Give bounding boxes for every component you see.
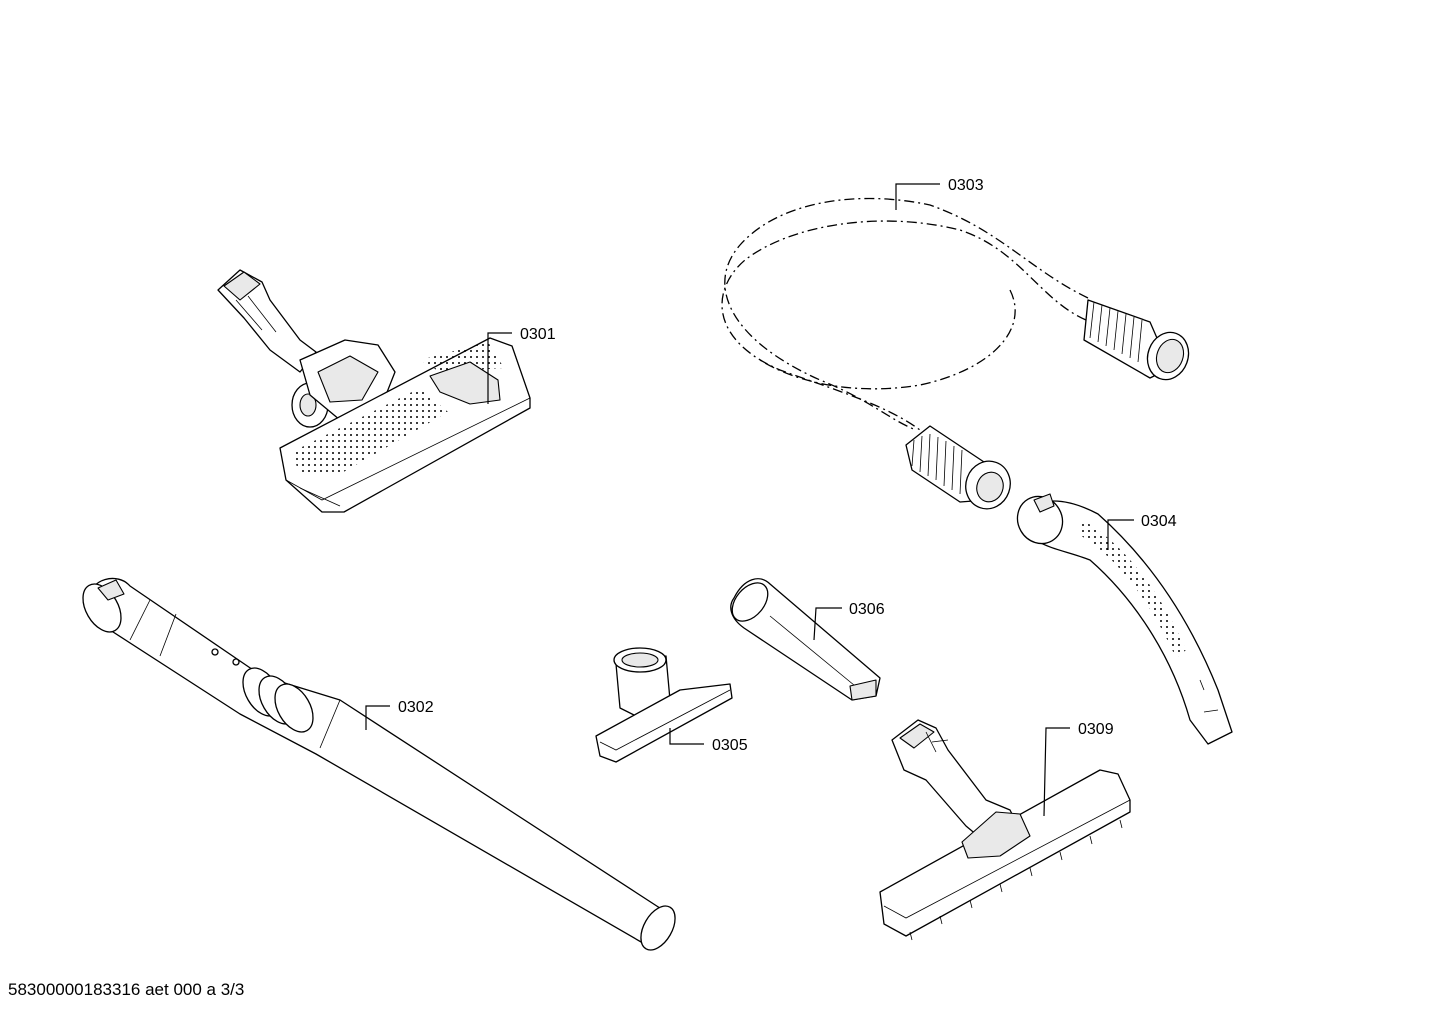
callout-0301: 0301 xyxy=(520,326,556,343)
part-0305-upholstery-nozzle[interactable]: 0305 xyxy=(595,647,748,763)
part-0304-hose-handle[interactable]: 0304 xyxy=(1009,488,1233,745)
drawing-reference-number: 58300000183316 aet 000 a 3/3 xyxy=(8,980,245,999)
part-0309-parquet-brush[interactable]: 0309 xyxy=(879,719,1131,941)
callout-0303: 0303 xyxy=(948,177,984,194)
callout-0309: 0309 xyxy=(1078,721,1114,738)
part-0302-telescopic-tube[interactable]: 0302 xyxy=(75,577,682,955)
callout-0302: 0302 xyxy=(398,699,434,716)
callout-0305: 0305 xyxy=(712,737,748,754)
part-0303-suction-hose[interactable]: 0303 xyxy=(721,177,1195,515)
callout-0306: 0306 xyxy=(849,601,885,618)
part-0306-crevice-nozzle[interactable]: 0306 xyxy=(725,576,885,701)
callout-0304: 0304 xyxy=(1141,513,1177,530)
part-0301-floor-brush[interactable]: 0301 xyxy=(217,269,556,513)
